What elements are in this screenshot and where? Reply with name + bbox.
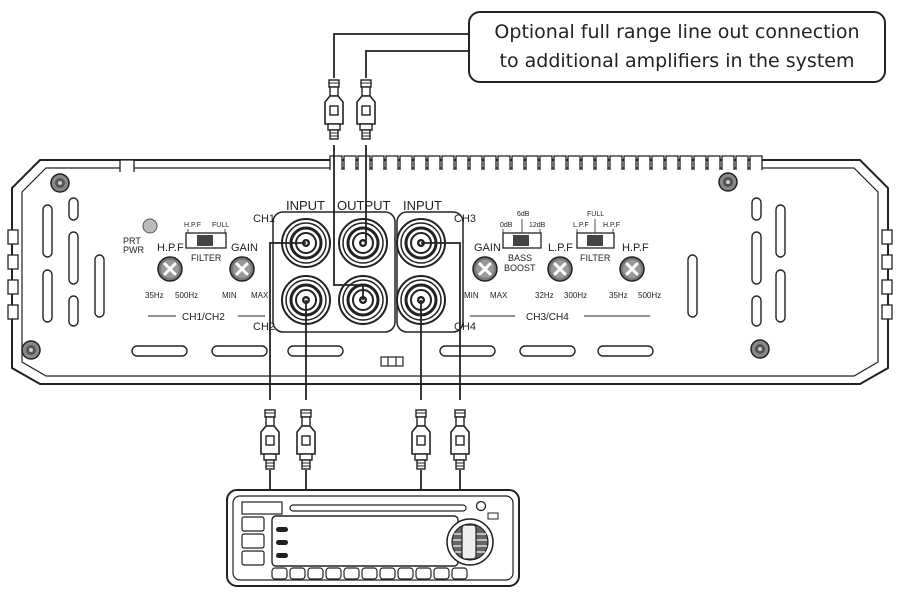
center-connector-icon bbox=[380, 356, 404, 367]
filter-option-hpf: H.P.F bbox=[184, 222, 201, 229]
ch12-controls: PRT PWR H.P.F GAIN H.P.F FULL FILTER 35H… bbox=[123, 218, 269, 323]
rca-plug-icon bbox=[450, 409, 470, 470]
head-unit-button[interactable] bbox=[241, 550, 265, 566]
callout-line-2: to additional amplifiers in the system bbox=[499, 50, 855, 72]
bass-0db-label: 0dB bbox=[500, 222, 513, 229]
lpf-min-label: 32Hz bbox=[535, 291, 554, 300]
eject-button[interactable] bbox=[475, 500, 487, 512]
screw-icon bbox=[750, 339, 770, 359]
rca-panel: INPUT OUTPUT INPUT CH1 CH2 CH3 CH4 bbox=[253, 198, 476, 333]
head-unit-button[interactable] bbox=[241, 533, 265, 549]
bass-12db-label: 12dB bbox=[529, 222, 546, 229]
filter-right-hpf: H.P.F bbox=[603, 222, 620, 229]
rca-plug-icon bbox=[296, 409, 316, 470]
gain-label: GAIN bbox=[231, 242, 258, 254]
boost-label: BOOST bbox=[504, 263, 536, 273]
rca-plug-icon bbox=[324, 79, 344, 140]
preset-button[interactable] bbox=[415, 567, 432, 580]
ch34-label: CH3/CH4 bbox=[526, 312, 569, 323]
gain-right-min: MIN bbox=[464, 291, 479, 300]
preset-button[interactable] bbox=[433, 567, 450, 580]
hpf-right-knob[interactable] bbox=[618, 255, 646, 283]
preset-button[interactable] bbox=[397, 567, 414, 580]
preset-button[interactable] bbox=[289, 567, 306, 580]
head-unit-button[interactable] bbox=[241, 516, 265, 532]
screw-icon bbox=[21, 340, 41, 360]
bass-label: BASS bbox=[508, 253, 532, 263]
output-label: OUTPUT bbox=[337, 198, 391, 213]
input-left-label: INPUT bbox=[286, 198, 325, 213]
ch34-controls: GAIN 6dB 0dB 12dB BASS BOOST L.P.F FULL … bbox=[464, 211, 661, 323]
ch3-label: CH3 bbox=[454, 213, 476, 225]
head-unit bbox=[226, 489, 520, 587]
gain-knob[interactable] bbox=[228, 255, 256, 283]
hpf-label: H.P.F bbox=[157, 242, 184, 254]
gain-right-max: MAX bbox=[490, 291, 508, 300]
input-right-label: INPUT bbox=[403, 198, 442, 213]
hpf-max-label: 500Hz bbox=[175, 291, 198, 300]
hpf-right-label: H.P.F bbox=[622, 242, 649, 254]
display-panel bbox=[271, 515, 459, 567]
bass-6db-label: 6dB bbox=[517, 211, 530, 218]
filter-switch-handle bbox=[197, 235, 213, 246]
preset-button[interactable] bbox=[307, 567, 324, 580]
ch12-label: CH1/CH2 bbox=[182, 312, 225, 323]
gain-max-label: MAX bbox=[251, 291, 269, 300]
lpf-max-label: 300Hz bbox=[564, 291, 587, 300]
hpf-knob[interactable] bbox=[156, 255, 184, 283]
filter-option-full: FULL bbox=[212, 222, 229, 229]
callout-box: Optional full range line out connection … bbox=[468, 11, 886, 83]
pwr-label: PWR bbox=[123, 245, 144, 255]
prt-label: PRT bbox=[123, 236, 141, 246]
screw-icon bbox=[718, 172, 738, 192]
preset-button[interactable] bbox=[325, 567, 342, 580]
output-jack-left[interactable] bbox=[337, 217, 389, 269]
hpf-right-min: 35Hz bbox=[609, 291, 628, 300]
preset-button[interactable] bbox=[271, 567, 288, 580]
preset-button[interactable] bbox=[451, 567, 468, 580]
ch4-label: CH4 bbox=[454, 321, 476, 333]
filter-right-handle bbox=[587, 235, 603, 246]
hpf-min-label: 35Hz bbox=[145, 291, 164, 300]
gain-min-label: MIN bbox=[222, 291, 237, 300]
bass-boost-handle bbox=[513, 235, 529, 246]
filter-right-lpf: L.P.F bbox=[573, 222, 589, 229]
cd-slot[interactable] bbox=[289, 504, 467, 512]
lpf-label: L.P.F bbox=[548, 242, 573, 254]
filter-right-full: FULL bbox=[587, 211, 604, 218]
rca-plug-icon bbox=[411, 409, 431, 470]
rca-plug-icon bbox=[260, 409, 280, 470]
gain-right-label: GAIN bbox=[474, 242, 501, 254]
heatsink-fins bbox=[119, 155, 763, 172]
preset-buttons bbox=[271, 567, 468, 580]
side-notches bbox=[7, 229, 893, 320]
preset-button[interactable] bbox=[361, 567, 378, 580]
rca-plug-icon bbox=[356, 79, 376, 140]
vent-slots bbox=[42, 197, 786, 357]
screw-icon bbox=[50, 173, 70, 193]
gain-right-knob[interactable] bbox=[471, 255, 499, 283]
ch1-label: CH1 bbox=[253, 213, 275, 225]
callout-line-1: Optional full range line out connection bbox=[494, 21, 860, 43]
power-led-icon bbox=[142, 218, 158, 234]
filter-right-label: FILTER bbox=[580, 253, 611, 263]
preset-button[interactable] bbox=[379, 567, 396, 580]
preset-button[interactable] bbox=[343, 567, 360, 580]
volume-knob-icon[interactable] bbox=[446, 518, 494, 566]
filter-label: FILTER bbox=[191, 253, 222, 263]
rca-cables bbox=[269, 33, 468, 490]
hpf-right-max: 500Hz bbox=[638, 291, 661, 300]
lpf-knob[interactable] bbox=[546, 255, 574, 283]
ch2-label: CH2 bbox=[253, 321, 275, 333]
